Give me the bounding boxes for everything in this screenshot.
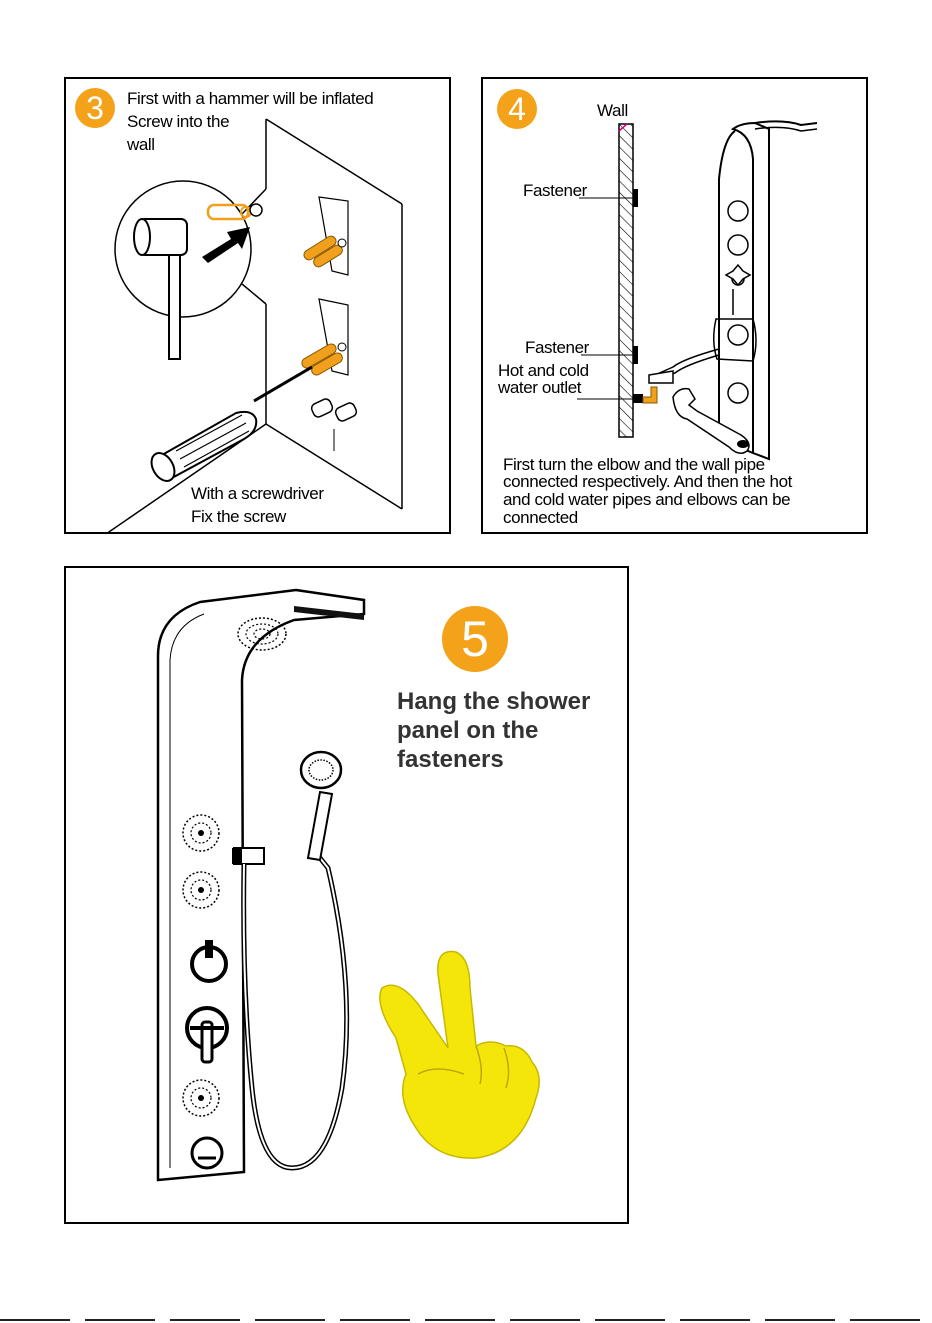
step-5-instruction-line-1: Hang the shower bbox=[397, 688, 591, 715]
step-3-caption-line-1: With a screwdriver bbox=[191, 484, 324, 503]
step-3-instruction-line-3: wall bbox=[127, 135, 155, 154]
shower-panel-icon bbox=[713, 120, 818, 461]
step-3-illustration bbox=[107, 118, 403, 532]
step-4-panel: 4 Wall Fastener Fastener Hot and cold wa… bbox=[481, 77, 868, 534]
shower-hose-icon bbox=[241, 846, 350, 1171]
step-3-panel: 3 First with a hammer will be inflated S… bbox=[64, 77, 451, 534]
screwdriver-icon bbox=[150, 365, 313, 482]
step-4-illustration bbox=[577, 120, 818, 461]
hand-shower-icon bbox=[299, 750, 343, 862]
fastener-upper bbox=[633, 189, 638, 207]
wall-section bbox=[618, 123, 634, 438]
drill-mark-lower bbox=[301, 298, 349, 376]
drill-mark-upper bbox=[303, 196, 349, 276]
step-5-instruction-line-2: panel on the bbox=[397, 717, 539, 744]
step-3-instruction-line-1: First with a hammer will be inflated bbox=[127, 89, 374, 108]
hand-shower-holder-icon bbox=[232, 847, 265, 865]
step-3-instruction-line-2: Screw into the bbox=[127, 112, 230, 131]
spout-button-icon bbox=[190, 1136, 224, 1170]
wrench-icon bbox=[672, 387, 750, 454]
step-4-instruction-line-4: connected bbox=[503, 508, 578, 527]
connecting-hoses-icon bbox=[648, 348, 720, 384]
step-3-number: 3 bbox=[86, 89, 104, 126]
outlet-label-line-1: Hot and cold bbox=[498, 361, 589, 380]
wall-label: Wall bbox=[597, 101, 628, 120]
body-jet-lower-icon bbox=[182, 1079, 220, 1117]
step-5-panel: 5 Hang the shower panel on the fasteners bbox=[64, 566, 629, 1224]
elbow-fitting-icon bbox=[633, 386, 658, 404]
step-5-badge: 5 bbox=[442, 606, 508, 672]
fastener-label-lower: Fastener bbox=[525, 338, 589, 357]
step-4-instruction-line-1: First turn the elbow and the wall pipe bbox=[503, 455, 765, 474]
step-4-number: 4 bbox=[508, 90, 526, 127]
mixer-handle-icon bbox=[185, 1006, 229, 1064]
wall-anchor-icon bbox=[206, 203, 263, 221]
diverter-knob-icon bbox=[190, 940, 228, 983]
fastener-lower bbox=[633, 346, 638, 364]
fastener-label-upper: Fastener bbox=[523, 181, 587, 200]
push-arrow-icon bbox=[202, 227, 250, 263]
outlet-label-line-2: water outlet bbox=[498, 378, 582, 397]
page-footer-rule bbox=[0, 1319, 932, 1321]
step-5-instruction-line-3: fasteners bbox=[397, 746, 504, 773]
body-jet-middle-icon bbox=[182, 871, 220, 909]
step-3-badge: 3 bbox=[75, 88, 115, 128]
step-5-illustration bbox=[156, 588, 540, 1182]
step-4-instruction-line-3: and cold water pipes and elbows can be bbox=[503, 490, 791, 509]
loose-anchors-icon bbox=[310, 398, 358, 451]
step-3-caption-line-2: Fix the screw bbox=[191, 507, 286, 526]
step-4-instruction-line-2: connected respectively. And then the hot bbox=[503, 472, 792, 491]
hammer-icon bbox=[133, 218, 188, 360]
step-5-number: 5 bbox=[461, 611, 489, 667]
peace-hand-icon bbox=[379, 950, 540, 1159]
body-jet-upper-icon bbox=[182, 814, 220, 852]
step-4-badge: 4 bbox=[497, 89, 537, 129]
